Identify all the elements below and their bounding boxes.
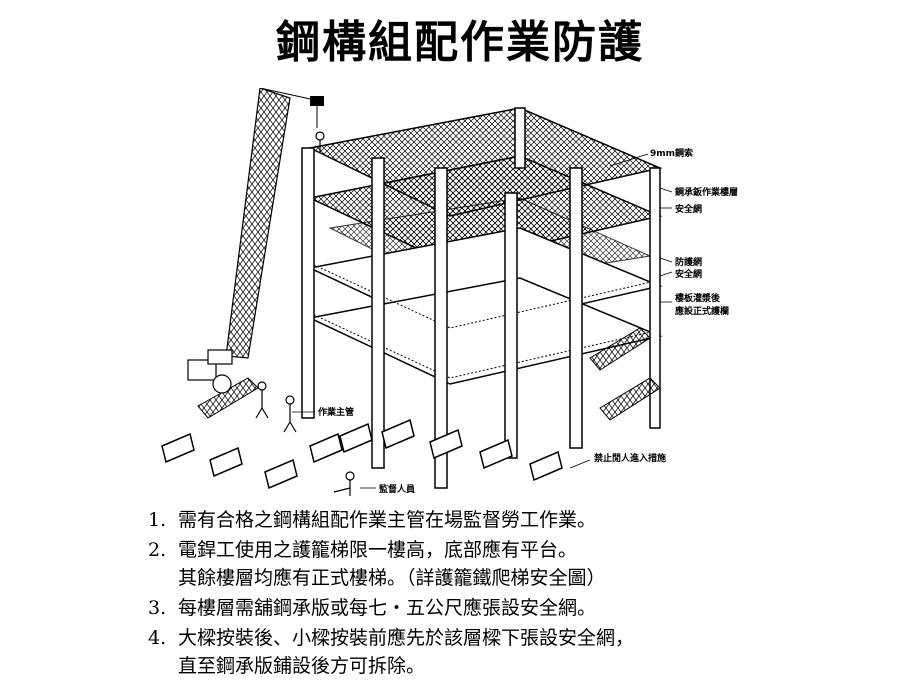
note-number: 3. xyxy=(148,597,167,619)
note-text: 大樑按裝後、小樑按裝前應先於該層樑下張設安全網， xyxy=(178,627,635,649)
label-wire-rope: 9mm鋼索 xyxy=(650,147,693,159)
label-protective-net: 防護網 xyxy=(675,256,702,268)
note-item: 2. 電銲工使用之護籠梯限一樓高，底部應有平台。 其餘樓層均應有正式樓梯。（詳護籠… xyxy=(148,536,848,592)
callout-lines xyxy=(292,153,673,489)
label-safety-net: 安全網 xyxy=(675,203,702,215)
note-text-continued: 其餘樓層均應有正式樓梯。（詳護籠鐵爬梯安全圖） xyxy=(178,567,606,589)
note-item: 4. 大樑按裝後、小樑按裝前應先於該層樑下張設安全網， 直至鋼承版鋪設後方可拆除。 xyxy=(148,624,848,680)
label-safety-net-2: 安全網 xyxy=(675,268,702,280)
label-no-entry: 禁止閒人進入措施 xyxy=(594,452,666,464)
steel-columns xyxy=(301,107,661,489)
crane-boom xyxy=(225,88,324,359)
note-number: 4. xyxy=(148,627,167,649)
crane-base xyxy=(187,349,259,419)
note-text: 電銲工使用之護籠梯限一樓高，底部應有平台。 xyxy=(178,539,578,561)
note-text: 每樓層需舖鋼承版或每七・五公尺應張設安全網。 xyxy=(178,597,597,619)
label-inspector: 監督人員 xyxy=(379,483,415,495)
barricades xyxy=(161,418,563,490)
page-title: 鋼構組配作業防護 xyxy=(276,17,644,68)
worker-figures xyxy=(255,131,355,496)
notes-list: 1. 需有合格之鋼構組配作業主管在場監督勞工作業。 2. 電銲工使用之護籠梯限一樓高… xyxy=(148,506,848,682)
staircase xyxy=(589,327,661,421)
note-number: 2. xyxy=(148,539,167,561)
steel-structure-illustration: 9mm鋼索 鋼承鈑作業樓層 安全網 防護網 安全網 樓板灌漿後 應設正式護欄 作… xyxy=(161,88,738,496)
label-supervisor: 作業主管 xyxy=(318,406,354,418)
note-text: 需有合格之鋼構組配作業主管在場監督勞工作業。 xyxy=(178,509,597,531)
label-deck-floor: 鋼承鈑作業樓層 xyxy=(674,186,738,198)
label-slab-line2: 應設正式護欄 xyxy=(675,305,729,317)
label-slab-line1: 樓板灌漿後 xyxy=(675,292,721,304)
note-number: 1. xyxy=(148,509,167,531)
note-item: 1. 需有合格之鋼構組配作業主管在場監督勞工作業。 xyxy=(148,506,848,534)
note-item: 3. 每樓層需舖鋼承版或每七・五公尺應張設安全網。 xyxy=(148,594,848,622)
note-text-continued: 直至鋼承版鋪設後方可拆除。 xyxy=(178,655,426,677)
